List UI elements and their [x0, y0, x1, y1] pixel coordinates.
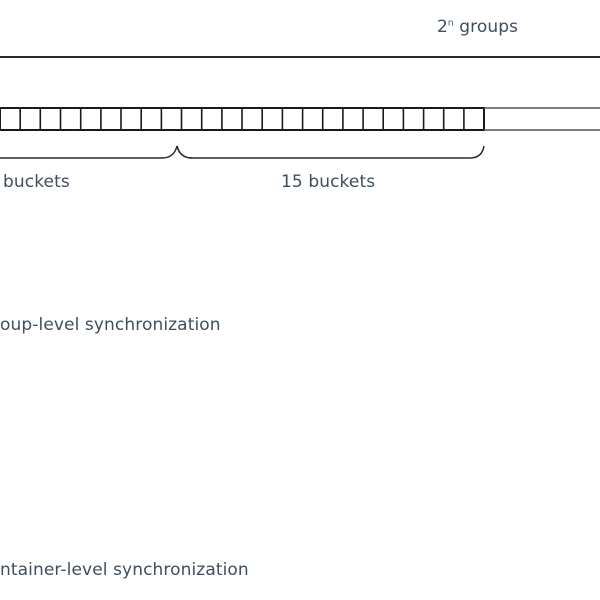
left-buckets-label: buckets [3, 172, 70, 192]
groups-label-base: 2 [437, 17, 448, 37]
bucket-strip [0, 107, 485, 131]
container-level-sync-label: ntainer-level synchronization [0, 560, 249, 580]
right-buckets-label: 15 buckets [281, 172, 376, 192]
groups-label: 2n groups [437, 17, 518, 37]
groups-label-exponent: n [447, 18, 454, 29]
brace-right [176, 145, 485, 159]
groups-label-suffix: groups [453, 17, 519, 37]
group-level-sync-label: oup-level synchronization [0, 315, 221, 335]
brace-left [0, 145, 193, 159]
